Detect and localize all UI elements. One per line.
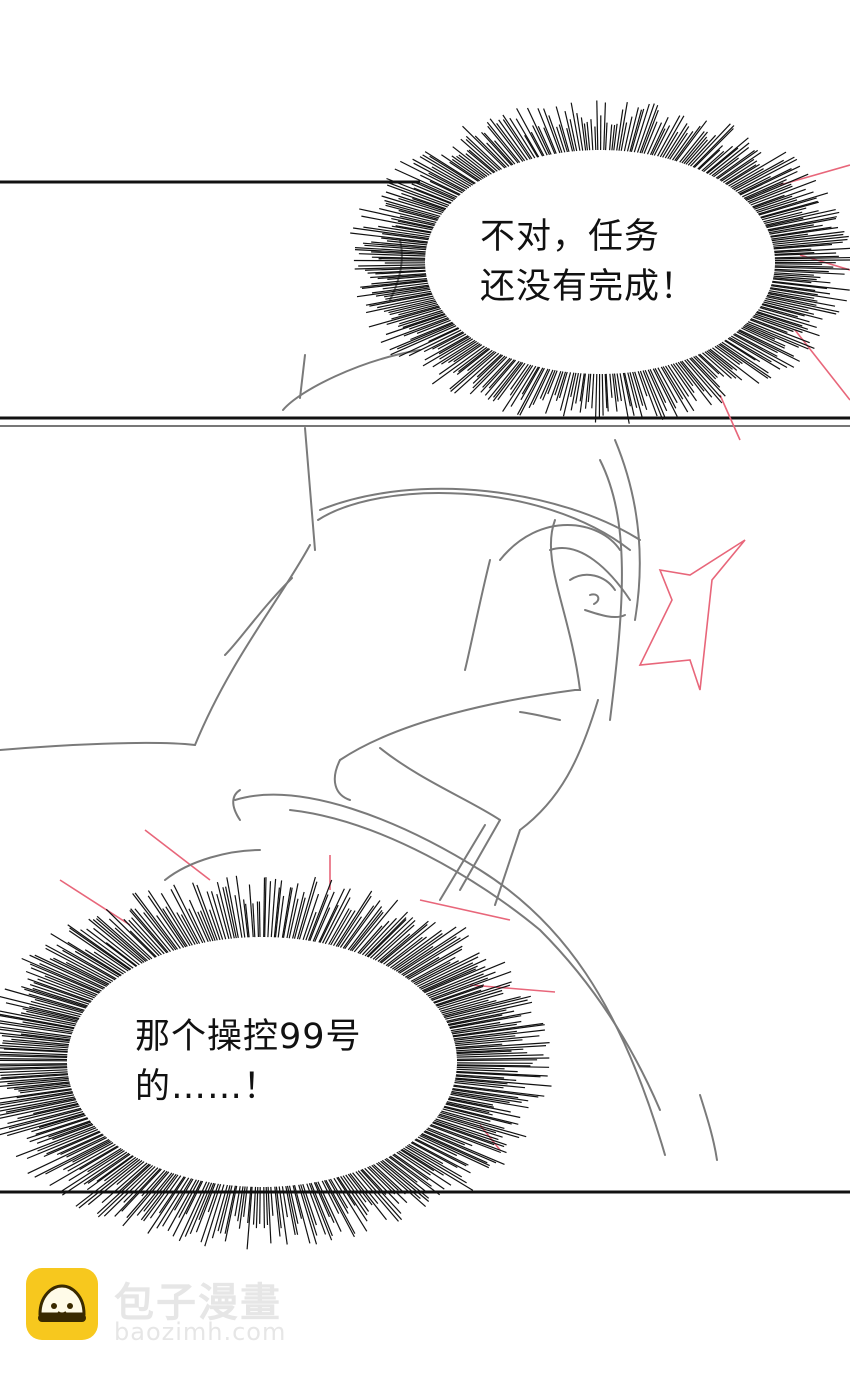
speech-top-line-1: 不对，任务 [480, 212, 696, 262]
burst-ray [259, 902, 260, 938]
burst-ray [358, 265, 425, 266]
watermark-url: baozimh.com [114, 1318, 286, 1346]
speech-bubble-bottom: 那个操控99号 的……！ [135, 1012, 362, 1112]
burst-ray [457, 1058, 549, 1059]
burst-ray [560, 372, 568, 398]
burst-ray [586, 374, 589, 409]
burst-ray [148, 1177, 186, 1234]
burst-ray [775, 260, 850, 261]
burst-ray [0, 1060, 67, 1061]
burst-ray [604, 103, 606, 151]
burst-ray [602, 374, 603, 416]
burst-ray [610, 125, 612, 151]
burst-ray [606, 123, 607, 151]
burst-ray [457, 1066, 549, 1068]
burst-ray [653, 369, 677, 417]
burst-ray [630, 372, 642, 416]
burst-ray [684, 137, 707, 164]
speech-top-line-2: 还没有完成！ [480, 262, 696, 312]
burst-ray [765, 210, 835, 226]
burst-ray [268, 1187, 271, 1244]
burst-ray [264, 1187, 265, 1228]
burst-ray [0, 1065, 67, 1066]
burst-ray [591, 119, 593, 150]
burst-ray [548, 371, 557, 394]
burst-ray [276, 880, 282, 937]
burst-ray [249, 885, 253, 938]
baozi-logo-icon [26, 1268, 98, 1340]
speech-bubble-top: 不对，任务 还没有完成！ [480, 212, 696, 312]
watermark: 包子漫畫 baozimh.com [26, 1268, 326, 1348]
burst-ray [596, 374, 597, 423]
burst-ray [610, 374, 612, 398]
burst-ray [405, 957, 439, 977]
burst-ray [0, 1059, 67, 1060]
burst-ray [457, 1060, 537, 1061]
speech-bottom-line-2: 的……！ [135, 1062, 362, 1112]
burst-ray [457, 1067, 505, 1068]
burst-ray [597, 101, 598, 151]
burst-ray [257, 902, 258, 938]
burst-ray [543, 370, 556, 400]
burst-ray [592, 374, 594, 408]
burst-ray [624, 117, 632, 152]
burst-ray [487, 143, 509, 167]
burst-ray [775, 267, 850, 269]
burst-ray [595, 127, 596, 151]
burst-ray [457, 1069, 518, 1071]
burst-ray [282, 887, 290, 937]
speech-bottom-line-1: 那个操控99号 [135, 1012, 362, 1062]
burst-ray [97, 916, 147, 961]
burst-ray [775, 264, 822, 265]
burst-ray [268, 881, 271, 937]
burst-ray [235, 895, 242, 938]
burst-ray [260, 1187, 261, 1224]
burst-ray [0, 1064, 67, 1065]
